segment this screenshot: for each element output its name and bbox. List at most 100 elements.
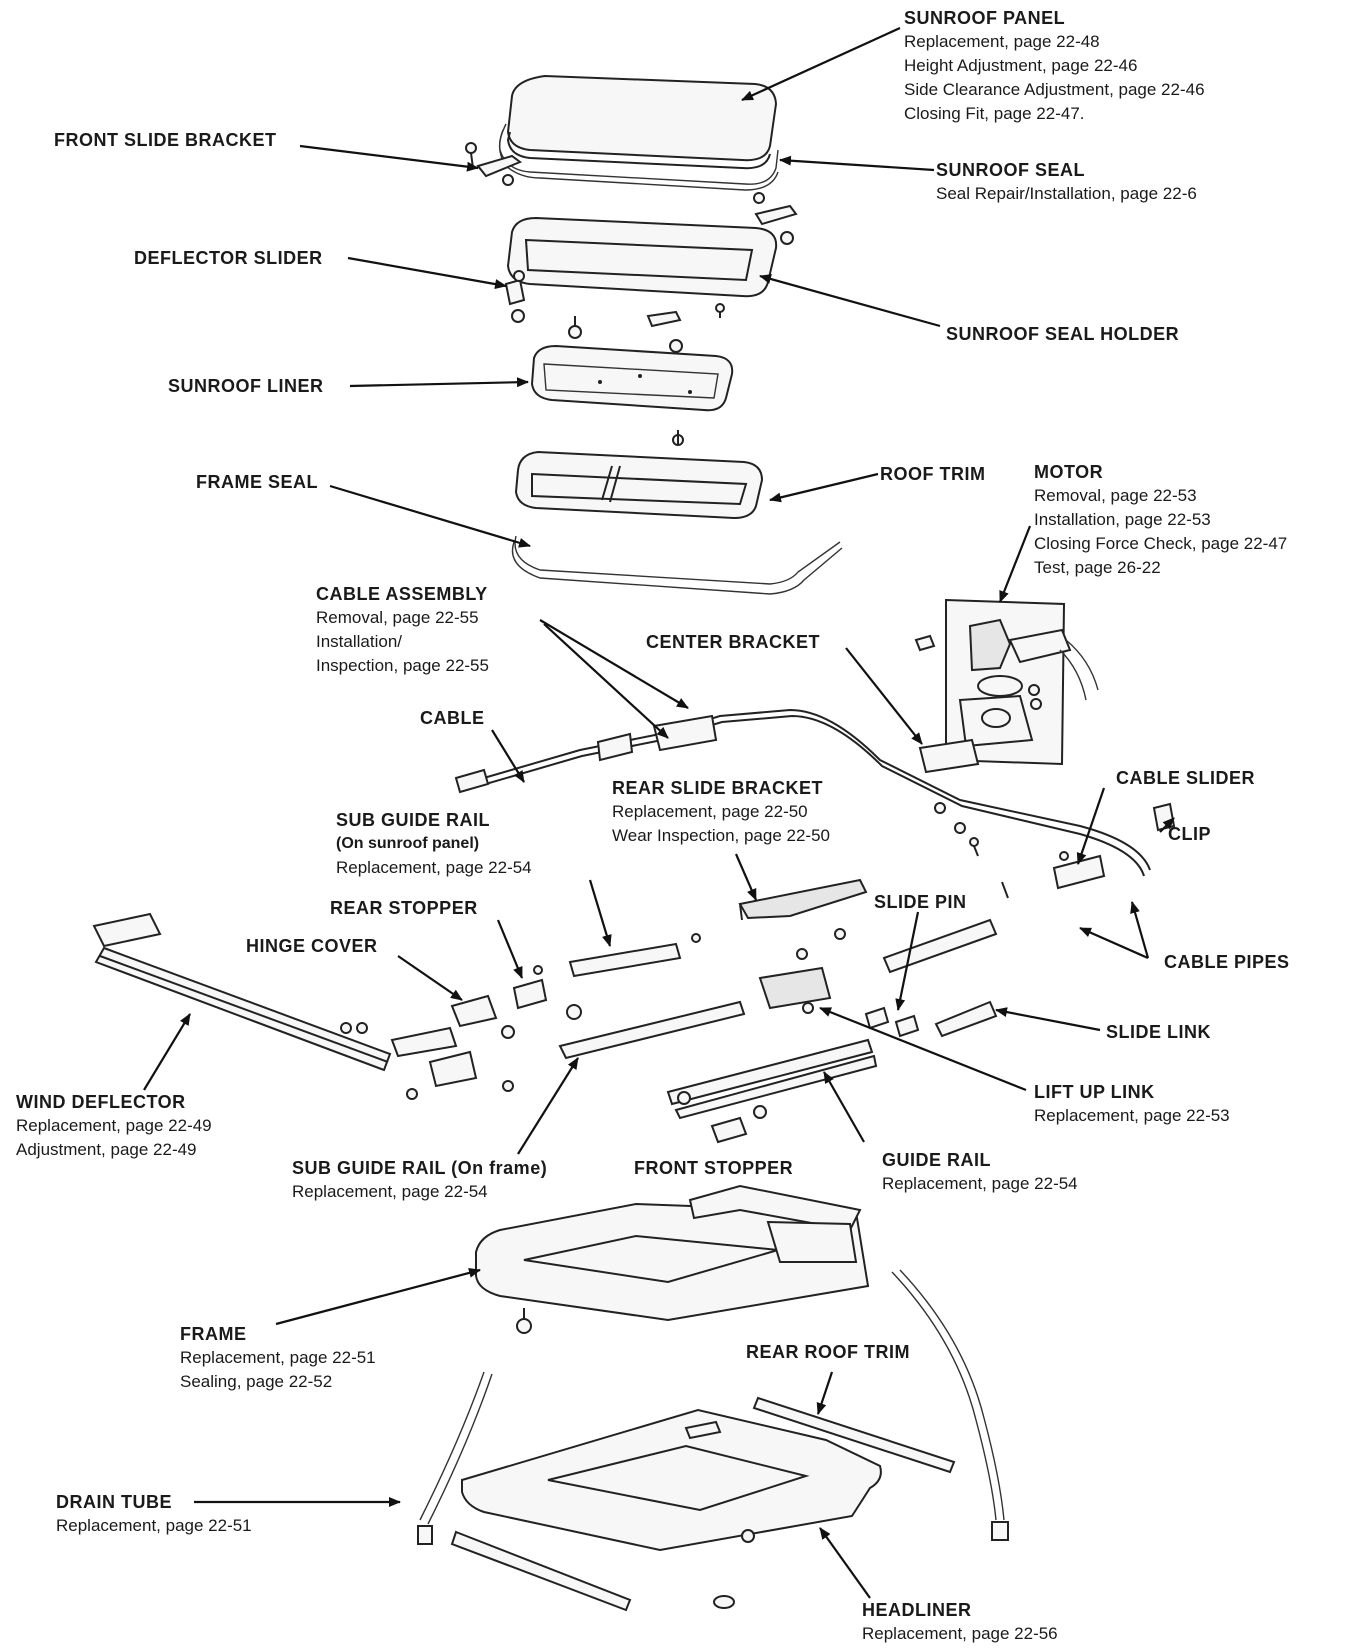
callout-cable: CABLE: [420, 706, 485, 730]
callout-frame-seal: FRAME SEAL: [196, 470, 318, 494]
callout-rear-stopper: REAR STOPPER: [330, 896, 478, 920]
sunroof-panel-ref-3: Side Clearance Adjustment, page 22-46: [904, 80, 1205, 99]
deflector-slider-part: [504, 270, 526, 323]
callout-guide-rail: GUIDE RAIL Replacement, page 22-54: [882, 1148, 1078, 1196]
front-stopper-part: [677, 1091, 767, 1144]
guide-rail-ref-1: Replacement, page 22-54: [882, 1174, 1078, 1193]
motor-part: [914, 598, 1099, 766]
callout-sunroof-seal: SUNROOF SEAL Seal Repair/Installation, p…: [936, 158, 1197, 206]
cable-assembly-part: [454, 708, 1151, 877]
cable-assembly-ref-1: Removal, page 22-55: [316, 608, 479, 627]
callout-front-stopper: FRONT STOPPER: [634, 1156, 793, 1180]
sunroof-panel-title: SUNROOF PANEL: [904, 8, 1066, 28]
rear-stopper-part: [501, 965, 582, 1039]
callout-sunroof-liner: SUNROOF LINER: [168, 374, 324, 398]
cable-assembly-title: CABLE ASSEMBLY: [316, 584, 488, 604]
front-slide-bracket-title: FRONT SLIDE BRACKET: [54, 130, 277, 150]
callout-drain-tube: DRAIN TUBE Replacement, page 22-51: [56, 1490, 252, 1538]
callout-rear-slide-bracket: REAR SLIDE BRACKET Replacement, page 22-…: [612, 776, 830, 848]
roof-trim-part: [514, 450, 764, 520]
rear-slide-bracket-title: REAR SLIDE BRACKET: [612, 778, 824, 798]
cable-slider-title: CABLE SLIDER: [1116, 768, 1256, 788]
frame-ref-1: Replacement, page 22-51: [180, 1348, 376, 1367]
seal-holder-hardware: [568, 303, 725, 353]
cable-assembly-ref-3: Inspection, page 22-55: [316, 656, 489, 675]
sub-guide-rail-panel-part: [568, 933, 701, 978]
sub-guide-rail-frame-title: SUB GUIDE RAIL (On frame): [292, 1158, 548, 1178]
headliner-title: HEADLINER: [862, 1600, 972, 1620]
motor-ref-4: Test, page 26-22: [1034, 558, 1161, 577]
motor-title: MOTOR: [1034, 462, 1104, 482]
sunroof-seal-title: SUNROOF SEAL: [936, 160, 1086, 180]
sub-guide-rail-frame-ref-1: Replacement, page 22-54: [292, 1182, 488, 1201]
sunroof-panel-part: [506, 74, 778, 170]
lift-up-link-title: LIFT UP LINK: [1034, 1082, 1155, 1102]
frame-title: FRAME: [180, 1324, 247, 1344]
rear-stopper-title: REAR STOPPER: [330, 898, 478, 918]
callout-rear-roof-trim: REAR ROOF TRIM: [746, 1340, 910, 1364]
rear-slide-bracket-ref-1: Replacement, page 22-50: [612, 802, 808, 821]
lift-up-link-part: [758, 928, 846, 1014]
callout-cable-slider: CABLE SLIDER: [1116, 766, 1255, 790]
rear-slide-bracket-part: [738, 878, 868, 921]
frame-part: [475, 1184, 870, 1334]
callout-slide-pin: SLIDE PIN: [874, 890, 967, 914]
callout-sunroof-panel: SUNROOF PANEL Replacement, page 22-48 He…: [904, 6, 1205, 126]
motor-ref-2: Installation, page 22-53: [1034, 510, 1211, 529]
cable-pipes-title: CABLE PIPES: [1164, 952, 1290, 972]
lift-up-link-ref-1: Replacement, page 22-53: [1034, 1106, 1230, 1125]
drain-tube-part: [417, 1269, 1009, 1545]
sub-guide-rail-panel-title: SUB GUIDE RAIL: [336, 810, 491, 830]
clip-title: CLIP: [1168, 824, 1212, 844]
headliner-part: [450, 1408, 882, 1612]
sub-guide-rail-panel-ref-1: Replacement, page 22-54: [336, 858, 532, 877]
leader-lines: [143, 26, 1175, 1599]
callout-slide-link: SLIDE LINK: [1106, 1020, 1211, 1044]
sunroof-seal-holder-title: SUNROOF SEAL HOLDER: [946, 324, 1180, 344]
sub-guide-rail-panel-subtitle: (On sunroof panel): [336, 835, 480, 852]
deflector-slider-title: DEFLECTOR SLIDER: [134, 248, 323, 268]
front-slide-bracket-part: [465, 142, 523, 186]
sunroof-liner-title: SUNROOF LINER: [168, 376, 324, 396]
rear-roof-trim-part: [752, 1396, 956, 1474]
wind-deflector-part: [92, 912, 392, 1072]
drain-tube-title: DRAIN TUBE: [56, 1492, 172, 1512]
sunroof-panel-ref-2: Height Adjustment, page 22-46: [904, 56, 1138, 75]
motor-ref-3: Closing Force Check, page 22-47: [1034, 534, 1288, 553]
center-bracket-title: CENTER BRACKET: [646, 632, 821, 652]
callout-cable-assembly: CABLE ASSEMBLY Removal, page 22-55 Insta…: [316, 582, 489, 678]
slide-link-part: [864, 881, 1009, 1038]
hinge-cover-part: [340, 994, 514, 1100]
callout-center-bracket: CENTER BRACKET: [646, 630, 820, 654]
center-bracket-part: [918, 738, 980, 857]
headliner-ref-1: Replacement, page 22-56: [862, 1624, 1058, 1643]
sunroof-liner-part: [530, 344, 734, 412]
callout-lift-up-link: LIFT UP LINK Replacement, page 22-53: [1034, 1080, 1230, 1128]
callout-sunroof-seal-holder: SUNROOF SEAL HOLDER: [946, 322, 1179, 346]
callout-deflector-slider: DEFLECTOR SLIDER: [134, 246, 323, 270]
cable-assembly-ref-2: Installation/: [316, 632, 402, 651]
wind-deflector-title: WIND DEFLECTOR: [16, 1092, 186, 1112]
callout-sub-guide-rail-panel: SUB GUIDE RAIL (On sunroof panel) Replac…: [336, 808, 532, 880]
callout-sub-guide-rail-frame: SUB GUIDE RAIL (On frame) Replacement, p…: [292, 1156, 547, 1204]
wind-deflector-ref-2: Adjustment, page 22-49: [16, 1140, 197, 1159]
wind-deflector-ref-1: Replacement, page 22-49: [16, 1116, 212, 1135]
callout-clip: CLIP: [1168, 822, 1211, 846]
callout-frame: FRAME Replacement, page 22-51 Sealing, p…: [180, 1322, 376, 1394]
callout-front-slide-bracket: FRONT SLIDE BRACKET: [54, 128, 277, 152]
cable-title: CABLE: [420, 708, 485, 728]
frame-seal-title: FRAME SEAL: [196, 472, 318, 492]
frame-ref-2: Sealing, page 22-52: [180, 1372, 333, 1391]
sunroof-panel-ref-1: Replacement, page 22-48: [904, 32, 1100, 51]
rear-slide-bracket-ref-2: Wear Inspection, page 22-50: [612, 826, 830, 845]
sunroof-seal-holder-part: [506, 216, 778, 298]
sunroof-seal-ref-1: Seal Repair/Installation, page 22-6: [936, 184, 1197, 203]
front-stopper-title: FRONT STOPPER: [634, 1158, 794, 1178]
callout-cable-pipes: CABLE PIPES: [1164, 950, 1290, 974]
liner-screw: [672, 430, 684, 446]
rear-roof-trim-title: REAR ROOF TRIM: [746, 1342, 910, 1362]
drain-tube-ref-1: Replacement, page 22-51: [56, 1516, 252, 1535]
motor-ref-1: Removal, page 22-53: [1034, 486, 1197, 505]
roof-trim-title: ROOF TRIM: [880, 464, 986, 484]
